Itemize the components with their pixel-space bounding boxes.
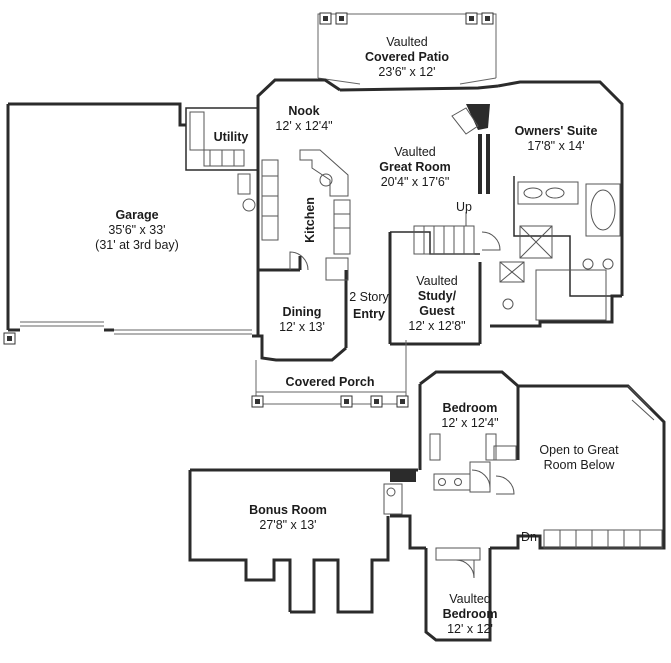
stair-down-label: Dn <box>521 530 537 544</box>
upper-stair-rail <box>543 385 663 549</box>
kitchen-fixtures <box>261 149 351 281</box>
dining-label: Dining 12' x 13' <box>279 305 325 334</box>
fireplace <box>451 104 490 194</box>
covered-patio-label: Vaulted Covered Patio 23'6" x 12' <box>364 35 450 79</box>
bedroom-vaulted-label: Vaulted Bedroom 12' x 12' <box>442 592 498 636</box>
nook-label: Nook 12' x 12'4" <box>275 104 333 133</box>
covered-porch-outline <box>251 340 409 408</box>
owners-suite-label: Owners' Suite 17'8" x 14' <box>514 124 598 153</box>
owners-bath <box>499 176 621 321</box>
kitchen-label: Kitchen <box>303 197 317 243</box>
entry-label: 2 Story Entry <box>349 290 389 321</box>
main-floor-walls <box>256 78 624 362</box>
bonus-room-label: Bonus Room 27'8" x 13' <box>249 503 327 532</box>
upper-bedroom-closets <box>429 433 497 579</box>
great-room-label: Vaulted Great Room 20'4" x 17'6" <box>379 145 451 189</box>
open-to-great-room-label: Open to Great Room Below <box>539 443 619 472</box>
garage-outline <box>3 102 262 345</box>
garage-label: Garage 35'6" x 33' (31' at 3rd bay) <box>95 208 179 252</box>
utility-outline <box>185 107 259 212</box>
covered-porch-label: Covered Porch <box>285 375 375 389</box>
main-stair <box>390 212 501 255</box>
bedroom-upper-label: Bedroom 12' x 12'4" <box>441 401 499 430</box>
stair-up-label: Up <box>456 200 472 214</box>
upper-bath <box>383 445 517 515</box>
patio-posts <box>319 12 494 25</box>
utility-label: Utility <box>213 130 249 144</box>
study-label: Vaulted Study/ Guest 12' x 12'8" <box>408 274 466 333</box>
